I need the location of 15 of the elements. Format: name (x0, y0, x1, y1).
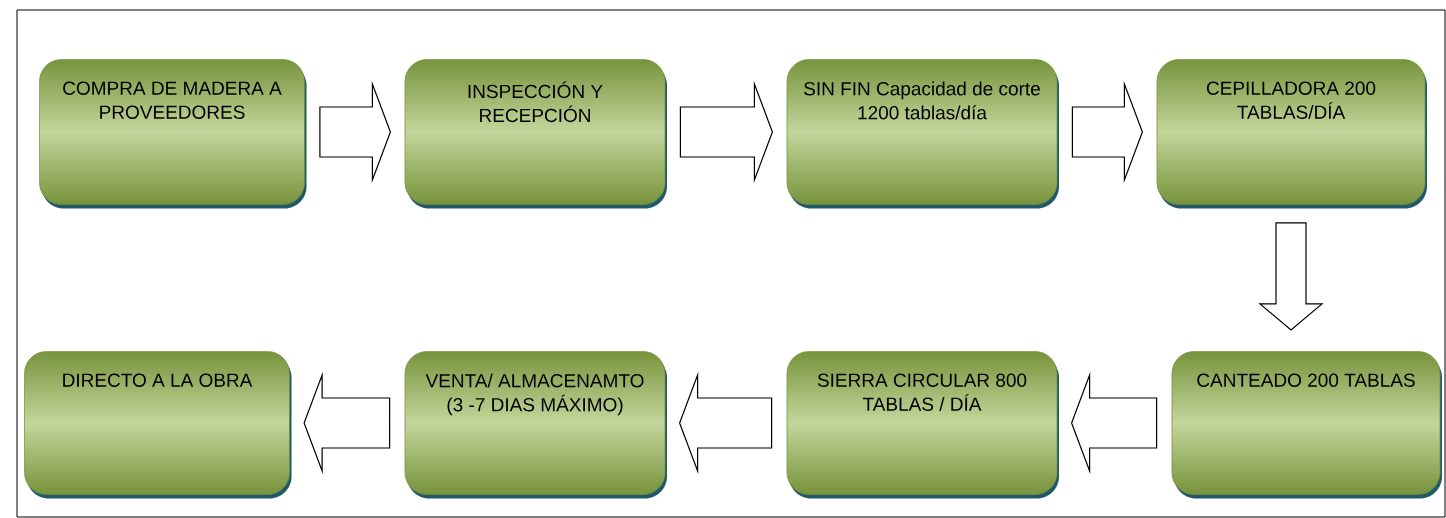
block-arrow (1258, 222, 1324, 331)
process-box: CEPILLADORA 200 TABLAS/DÍA (1156, 59, 1427, 209)
process-box: COMPRA DE MADERA A PROVEEDORES (39, 59, 307, 209)
block-arrow (1071, 80, 1144, 184)
block-arrow (1070, 371, 1158, 475)
block-arrow (678, 371, 773, 475)
process-box: CANTEADO 200 TABLAS (1171, 351, 1442, 499)
block-arrow (319, 80, 392, 184)
process-box: SIN FIN Capacidad de corte 1200 tablas/día (786, 59, 1059, 209)
process-box: INSPECCIÓN Y RECEPCIÓN (404, 59, 667, 209)
process-box: VENTA/ ALMACENAMTO (3 -7 DIAS MÁXIMO) (404, 351, 667, 499)
process-box: DIRECTO A LA OBRA (24, 351, 292, 499)
process-box: SIERRA CIRCULAR 800 TABLAS / DÍA (786, 351, 1059, 499)
block-arrow (303, 371, 391, 475)
block-arrow (679, 80, 774, 184)
